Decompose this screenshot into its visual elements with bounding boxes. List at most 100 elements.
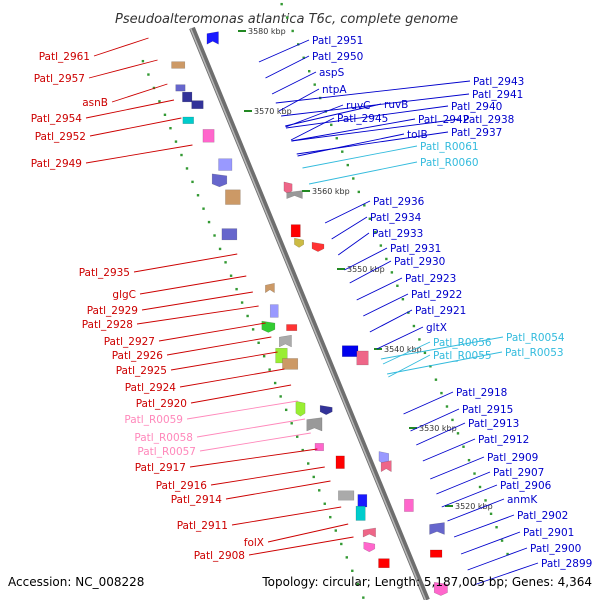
- gene-feature[interactable]: [182, 116, 194, 124]
- gene-feature[interactable]: [191, 100, 204, 109]
- left-gene-label[interactable]: Patl_R0057: [137, 446, 196, 458]
- gene-feature[interactable]: [225, 189, 241, 205]
- gene-feature[interactable]: [171, 61, 186, 69]
- right-gene-label[interactable]: Patl_2902: [517, 510, 568, 522]
- gene-feature[interactable]: [265, 282, 275, 294]
- right-gene-label[interactable]: Patl_2899: [541, 558, 592, 570]
- left-gene-label[interactable]: folX: [244, 537, 264, 549]
- right-gene-label[interactable]: Patl_2941: [472, 89, 523, 101]
- gene-feature[interactable]: [363, 541, 376, 553]
- left-gene-label[interactable]: Patl_2917: [135, 462, 186, 474]
- left-gene-label[interactable]: Patl_2925: [116, 365, 167, 377]
- left-gene-label[interactable]: Patl_2926: [112, 350, 164, 362]
- gene-feature[interactable]: [378, 558, 390, 569]
- right-gene-label[interactable]: Patl_2915: [462, 404, 513, 416]
- gene-feature[interactable]: [282, 358, 299, 370]
- gene-feature[interactable]: [175, 84, 186, 92]
- gene-feature[interactable]: [306, 417, 323, 432]
- gene-feature[interactable]: [275, 347, 288, 364]
- right-gene-label[interactable]: Patl_2950: [312, 51, 363, 63]
- right-gene-label[interactable]: Patl_R0056: [433, 337, 492, 349]
- left-gene-label[interactable]: Patl_2924: [125, 382, 177, 394]
- gene-feature[interactable]: [261, 320, 276, 333]
- right-gene-label[interactable]: ruvB: [384, 99, 408, 111]
- left-gene-label[interactable]: glgC: [112, 289, 136, 301]
- right-gene-label[interactable]: Patl_2936: [373, 196, 425, 208]
- left-gene-label[interactable]: Patl_2957: [34, 73, 85, 85]
- gene-feature[interactable]: [286, 324, 298, 331]
- right-gene-label[interactable]: Patl_R0061: [420, 141, 479, 153]
- right-gene-label[interactable]: ntpA: [322, 84, 347, 96]
- right-gene-label[interactable]: Patl_2943: [473, 76, 524, 88]
- left-gene-label[interactable]: Patl_2961: [39, 51, 90, 63]
- right-gene-label[interactable]: ruvC: [346, 100, 371, 112]
- left-gene-label[interactable]: Patl_2954: [31, 113, 83, 125]
- right-gene-label[interactable]: Patl_2934: [370, 212, 422, 224]
- left-gene-label[interactable]: Patl_2927: [104, 336, 155, 348]
- gene-feature[interactable]: [380, 460, 392, 473]
- gene-feature[interactable]: [362, 527, 376, 538]
- gene-feature[interactable]: [319, 405, 333, 416]
- gene-feature[interactable]: [341, 345, 359, 357]
- gene-feature[interactable]: [433, 581, 448, 596]
- left-gene-label[interactable]: Patl_2935: [79, 267, 130, 279]
- gene-feature[interactable]: [355, 505, 366, 521]
- left-gene-label[interactable]: Patl_2920: [136, 398, 187, 410]
- gene-feature[interactable]: [356, 350, 369, 366]
- gene-feature[interactable]: [335, 455, 345, 469]
- right-gene-label[interactable]: Patl_2913: [468, 418, 519, 430]
- right-gene-label[interactable]: Patl_2930: [394, 256, 445, 268]
- left-gene-label[interactable]: Patl_2908: [194, 550, 245, 562]
- right-gene-label[interactable]: Patl_2901: [523, 527, 574, 539]
- gene-feature[interactable]: [314, 443, 324, 452]
- gene-feature[interactable]: [182, 91, 193, 103]
- right-gene-label[interactable]: Patl_2938: [463, 114, 514, 126]
- right-gene-label[interactable]: Patl_2912: [478, 434, 529, 446]
- left-gene-label[interactable]: Patl_2949: [31, 158, 82, 170]
- right-gene-label[interactable]: Patl_2909: [487, 452, 538, 464]
- left-gene-label[interactable]: Patl_2911: [177, 520, 228, 532]
- right-gene-label[interactable]: gltX: [426, 322, 447, 334]
- right-gene-label[interactable]: Patl_2906: [500, 480, 552, 492]
- right-gene-label[interactable]: Patl_2922: [411, 289, 462, 301]
- left-gene-label[interactable]: Patl_2914: [171, 494, 223, 506]
- left-gene-label[interactable]: Patl_2952: [35, 131, 86, 143]
- gene-feature[interactable]: [430, 549, 443, 558]
- right-gene-label[interactable]: Patl_R0055: [433, 350, 492, 362]
- right-gene-label[interactable]: Patl_2933: [372, 228, 423, 240]
- left-gene-label[interactable]: Patl_R0059: [124, 414, 183, 426]
- right-gene-label[interactable]: aspS: [319, 67, 345, 79]
- left-gene-label[interactable]: Patl_2916: [156, 480, 208, 492]
- right-gene-label[interactable]: anmK: [507, 494, 538, 506]
- gene-feature[interactable]: [286, 190, 303, 199]
- gene-feature[interactable]: [218, 158, 233, 171]
- right-gene-label[interactable]: Patl_2923: [405, 273, 456, 285]
- gene-feature[interactable]: [311, 241, 325, 252]
- gene-feature[interactable]: [294, 237, 304, 248]
- right-gene-label[interactable]: Patl_2900: [530, 543, 581, 555]
- gene-feature[interactable]: [211, 173, 228, 188]
- gene-feature[interactable]: [295, 400, 306, 417]
- left-gene-label[interactable]: asnB: [82, 97, 108, 109]
- left-gene-label[interactable]: Patl_2928: [82, 319, 133, 331]
- right-gene-label[interactable]: Patl_R0054: [506, 332, 565, 344]
- right-gene-label[interactable]: Patl_R0060: [420, 157, 479, 169]
- gene-feature[interactable]: [202, 129, 215, 143]
- gene-feature[interactable]: [290, 224, 301, 238]
- gene-feature[interactable]: [206, 31, 219, 45]
- left-gene-label[interactable]: Patl_R0058: [134, 432, 193, 444]
- right-gene-label[interactable]: Patl_2921: [415, 305, 466, 317]
- gene-feature[interactable]: [279, 334, 292, 348]
- right-gene-label[interactable]: Patl_2942: [418, 114, 469, 126]
- gene-feature[interactable]: [357, 494, 368, 508]
- gene-feature[interactable]: [221, 228, 238, 241]
- right-gene-label[interactable]: tolB: [407, 129, 428, 141]
- right-gene-label[interactable]: Patl_2937: [451, 127, 502, 139]
- right-gene-label[interactable]: Patl_2918: [456, 387, 507, 399]
- right-gene-label[interactable]: Patl_2940: [451, 101, 502, 113]
- gene-feature[interactable]: [429, 522, 445, 535]
- right-gene-label[interactable]: Patl_2951: [312, 35, 363, 47]
- right-gene-label[interactable]: Patl_2945: [337, 113, 388, 125]
- gene-feature[interactable]: [338, 490, 355, 501]
- gene-feature[interactable]: [269, 304, 279, 318]
